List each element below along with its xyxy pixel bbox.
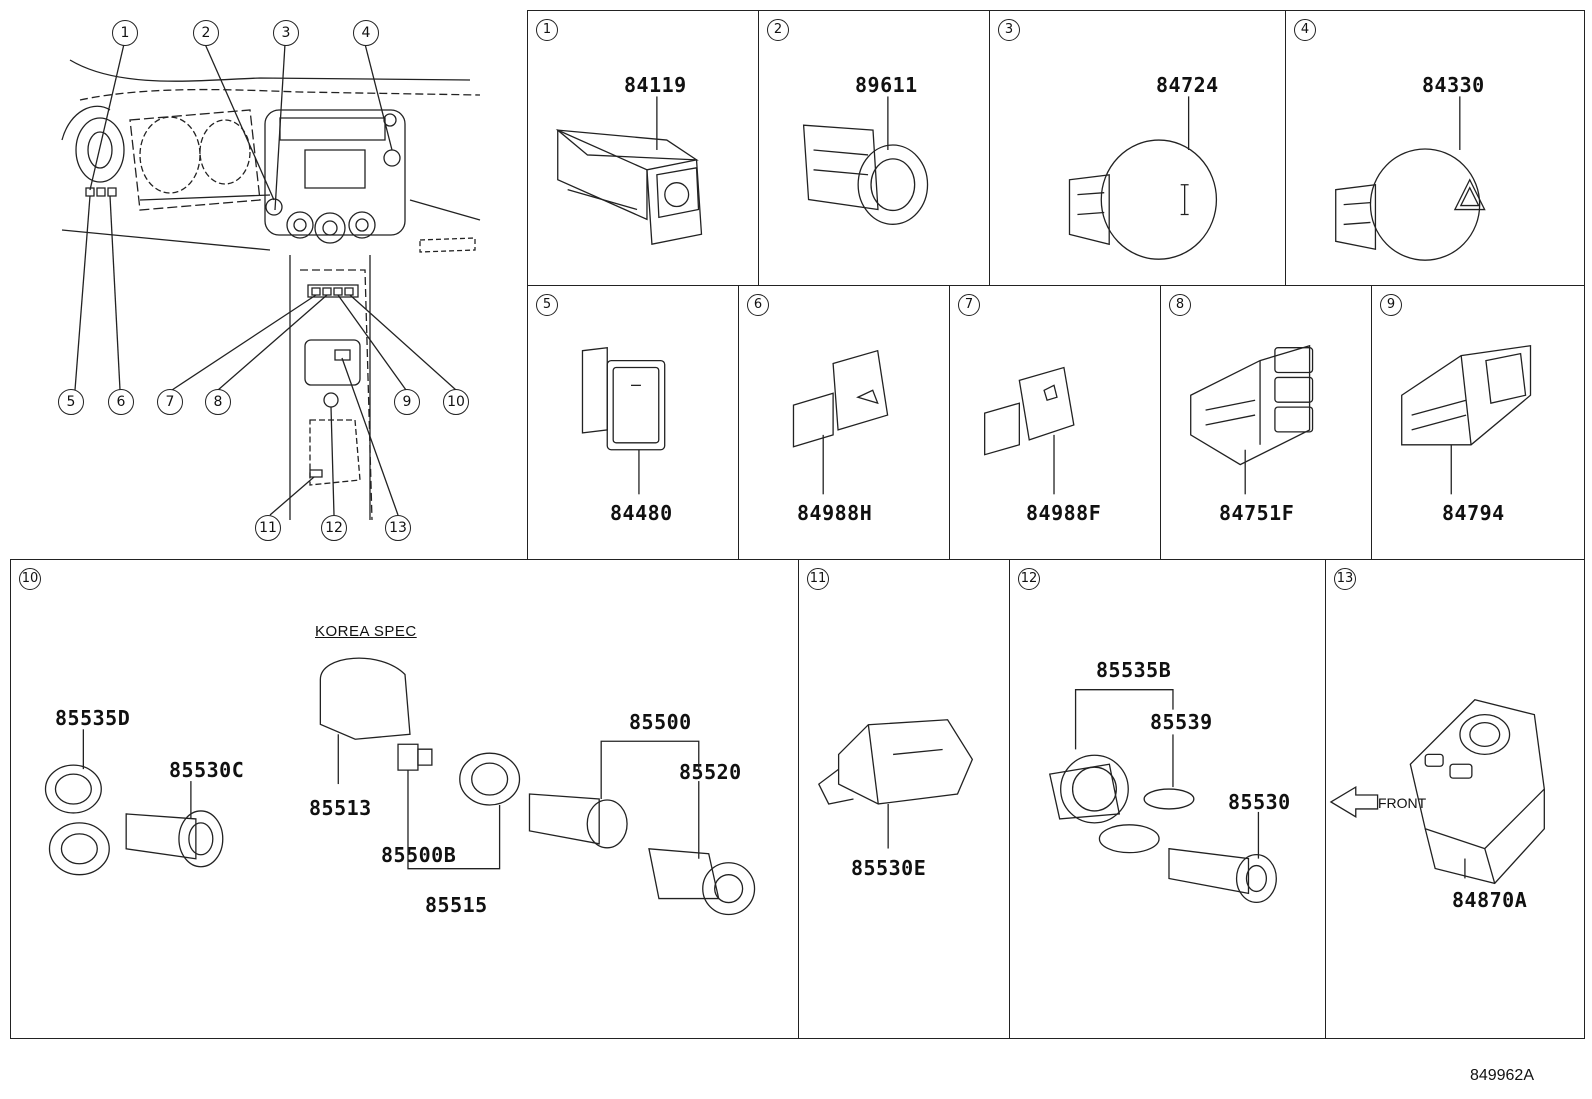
cigarette-lighter-socket-icon xyxy=(1010,560,1325,1038)
panel-number: 6 xyxy=(747,294,769,316)
part-number: 85515 xyxy=(425,893,488,917)
vsc-off-switch-icon xyxy=(950,286,1160,559)
part-number: 85539 xyxy=(1150,710,1213,734)
panel-number: 2 xyxy=(767,19,789,41)
part-number: 85535B xyxy=(1096,658,1172,682)
power-outlet-icon xyxy=(799,560,1009,1038)
panel-2: 2 89611 xyxy=(758,10,990,286)
engine-start-stop-button-icon xyxy=(759,11,989,285)
panel-1: 1 84119 xyxy=(527,10,759,286)
callout-3: 3 xyxy=(273,20,299,46)
part-number: 85530C xyxy=(169,758,245,782)
panel-number: 4 xyxy=(1294,19,1316,41)
part-number: 85530E xyxy=(851,856,927,880)
part-number: 85520 xyxy=(679,760,742,784)
mirror-control-switch-icon xyxy=(1326,560,1584,1038)
part-number: 84119 xyxy=(624,73,687,97)
panel-number: 10 xyxy=(19,568,41,590)
panel-13: 13 FRONT 84870A xyxy=(1325,559,1585,1039)
callout-2: 2 xyxy=(193,20,219,46)
panel-number: 13 xyxy=(1334,568,1356,590)
part-number: 84330 xyxy=(1422,73,1485,97)
part-number: 84988F xyxy=(1026,501,1102,525)
panel-3: 3 84724 xyxy=(989,10,1286,286)
hazard-warning-icon xyxy=(1286,11,1584,285)
panel-number: 3 xyxy=(998,19,1020,41)
panel-10: 10 KOREA SPEC 85535D 85530C 85513 85500B… xyxy=(10,559,799,1039)
part-number: 85530 xyxy=(1228,790,1291,814)
part-number: 85500 xyxy=(629,710,692,734)
panel-number: 7 xyxy=(958,294,980,316)
callout-10: 10 xyxy=(443,389,469,415)
dashboard-overview: 1 2 3 4 5 6 7 8 9 10 11 12 13 xyxy=(0,0,520,560)
panel-number: 9 xyxy=(1380,294,1402,316)
panel-9: 9 84794 xyxy=(1371,285,1585,560)
callout-7: 7 xyxy=(157,389,183,415)
part-number: 84794 xyxy=(1442,501,1505,525)
callout-1: 1 xyxy=(112,20,138,46)
dac-switch-icon xyxy=(739,286,949,559)
panel-number: 5 xyxy=(536,294,558,316)
callout-4: 4 xyxy=(353,20,379,46)
panel-11: 11 85530E xyxy=(798,559,1010,1039)
part-number: 84751F xyxy=(1219,501,1295,525)
panel-12: 12 85535B 85539 85530 xyxy=(1009,559,1326,1039)
callout-6: 6 xyxy=(108,389,134,415)
part-number: 89611 xyxy=(855,73,918,97)
part-number: 85513 xyxy=(309,796,372,820)
korea-spec-label: KOREA SPEC xyxy=(315,623,417,640)
panel-number: 11 xyxy=(807,568,829,590)
panel-7: 7 84988F xyxy=(949,285,1161,560)
ac-power-outlet-switch-icon xyxy=(528,286,738,559)
callout-13: 13 xyxy=(385,515,411,541)
part-number: 85500B xyxy=(381,843,457,867)
panel-5: 5 84480 xyxy=(527,285,739,560)
part-number: 84480 xyxy=(610,501,673,525)
4wd-lock-button-icon xyxy=(990,11,1285,285)
panel-8: 8 84751F xyxy=(1160,285,1372,560)
callout-5: 5 xyxy=(58,389,84,415)
power-outlet-parts-drawing xyxy=(11,560,798,1038)
part-number: 84988H xyxy=(797,501,873,525)
diagram-reference-code: 849962A xyxy=(1469,1067,1534,1084)
dashboard-drawing xyxy=(0,0,520,560)
part-number: 84870A xyxy=(1452,888,1528,912)
rear-defogger-switch-icon xyxy=(1372,286,1584,559)
panel-number: 1 xyxy=(536,19,558,41)
panel-number: 8 xyxy=(1169,294,1191,316)
part-number: 85535D xyxy=(55,706,131,730)
headlight-dimmer-icon xyxy=(528,11,758,285)
callout-9: 9 xyxy=(394,389,420,415)
front-arrow-label: FRONT xyxy=(1378,795,1427,811)
part-number: 84724 xyxy=(1156,73,1219,97)
panel-number: 12 xyxy=(1018,568,1040,590)
seat-heater-switch-icon xyxy=(1161,286,1371,559)
panel-4: 4 84330 xyxy=(1285,10,1585,286)
panel-6: 6 84988H xyxy=(738,285,950,560)
callout-8: 8 xyxy=(205,389,231,415)
callout-11: 11 xyxy=(255,515,281,541)
callout-12: 12 xyxy=(321,515,347,541)
